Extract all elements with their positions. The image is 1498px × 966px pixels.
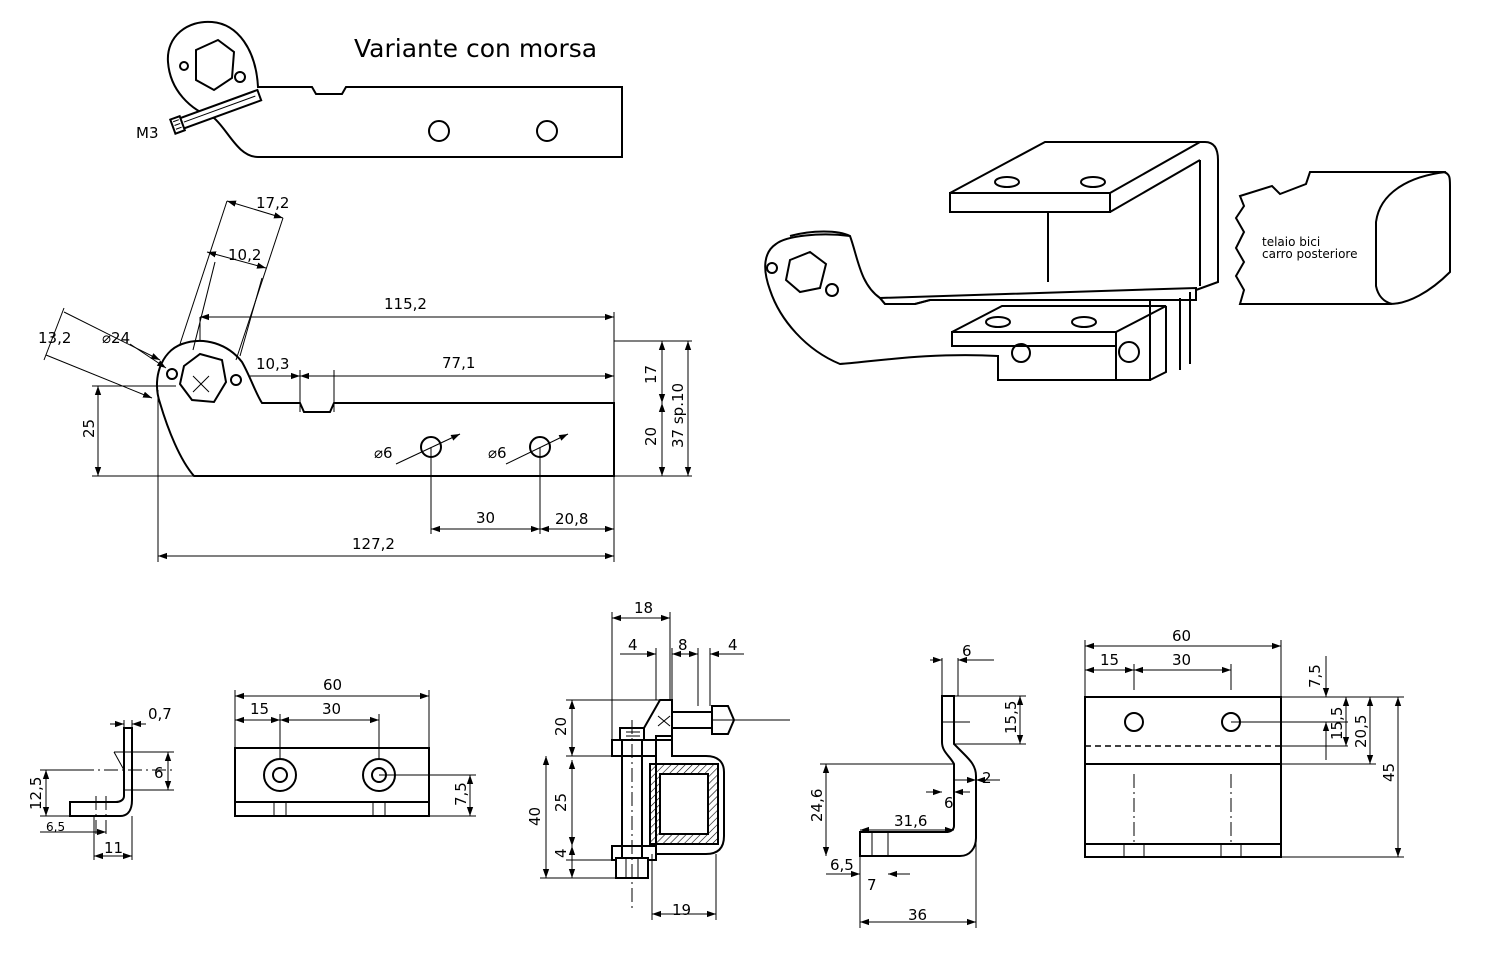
dim-60: 60 bbox=[323, 676, 342, 694]
dim-6-top: 6 bbox=[962, 642, 972, 660]
dim-20: 20 bbox=[642, 427, 660, 446]
right-plate-view: 60 15 30 7,5 15,5 20,5 45 bbox=[1084, 627, 1404, 858]
dim-30: 30 bbox=[1172, 651, 1191, 669]
dim-0-7: 0,7 bbox=[148, 705, 172, 723]
dim-7: 7 bbox=[867, 876, 877, 894]
dim-127-2: 127,2 bbox=[352, 535, 395, 553]
dim-25: 25 bbox=[80, 419, 98, 438]
main-bracket-view: 17,2 10,2 115,2 13,2 ⌀24 10,3 77,1 17 20… bbox=[38, 194, 692, 562]
dim-10-2: 10,2 bbox=[228, 246, 261, 264]
dim-17-2: 17,2 bbox=[256, 194, 289, 212]
dim-dia-24: ⌀24 bbox=[102, 329, 130, 347]
side-profile-view: 6 15,5 2 24,6 6 31,6 6,5 7 36 bbox=[808, 642, 1026, 928]
dim-115-2: 115,2 bbox=[384, 295, 427, 313]
dim-15: 15 bbox=[1100, 651, 1119, 669]
dim-45: 45 bbox=[1380, 763, 1398, 782]
dim-19: 19 bbox=[672, 901, 691, 919]
dim-11: 11 bbox=[104, 839, 123, 857]
dim-40: 40 bbox=[526, 807, 544, 826]
dim-31-6: 31,6 bbox=[894, 812, 927, 830]
dim-13-2: 13,2 bbox=[38, 329, 71, 347]
dim-4-right: 4 bbox=[728, 636, 738, 654]
dim-60: 60 bbox=[1172, 627, 1191, 645]
dim-15-5: 15,5 bbox=[1328, 707, 1346, 740]
dim-18: 18 bbox=[634, 599, 653, 617]
dim-77-1: 77,1 bbox=[442, 354, 475, 372]
dim-20-8: 20,8 bbox=[555, 510, 588, 528]
variant-title: Variante con morsa bbox=[354, 34, 597, 63]
dim-25: 25 bbox=[552, 793, 570, 812]
dim-24-6: 24,6 bbox=[808, 789, 826, 822]
dim-6: 6 bbox=[154, 764, 164, 782]
dim-2: 2 bbox=[982, 769, 992, 787]
screw-label: M3 bbox=[136, 124, 159, 142]
dim-20-5: 20,5 bbox=[1352, 715, 1370, 748]
variant-clamp-view: Variante con morsa M3 bbox=[136, 20, 623, 158]
dim-30: 30 bbox=[322, 700, 341, 718]
clamp-section-view: 18 4 8 4 20 25 4 40 19 bbox=[526, 599, 790, 920]
dim-10-3: 10,3 bbox=[256, 355, 289, 373]
dim-7-5: 7,5 bbox=[452, 782, 470, 806]
dim-30: 30 bbox=[476, 509, 495, 527]
dim-4-left: 4 bbox=[628, 636, 638, 654]
isometric-view: telaio bici carro posteriore bbox=[764, 141, 1451, 381]
angle-side-view: 0,7 6 12,5 6,5 11 bbox=[27, 705, 174, 860]
dim-hole-6-a: ⌀6 bbox=[374, 444, 393, 462]
dim-hole-6-b: ⌀6 bbox=[488, 444, 507, 462]
dim-6-5: 6,5 bbox=[830, 856, 854, 874]
dim-7-5: 7,5 bbox=[1306, 664, 1324, 688]
dim-15-5: 15,5 bbox=[1002, 701, 1020, 734]
frame-label-line2: carro posteriore bbox=[1262, 247, 1357, 261]
dim-15: 15 bbox=[250, 700, 269, 718]
dim-6-mid: 6 bbox=[944, 794, 954, 812]
dim-6-5: 6,5 bbox=[46, 820, 65, 834]
frame-label-line1: telaio bici bbox=[1262, 235, 1320, 249]
dim-8: 8 bbox=[678, 636, 688, 654]
front-plate-view: 7,5 60 15 30 bbox=[234, 676, 476, 817]
dim-4-bottom: 4 bbox=[552, 848, 570, 858]
dim-20: 20 bbox=[552, 717, 570, 736]
dim-37-sp10: 37 sp.10 bbox=[669, 383, 687, 448]
dim-12-5: 12,5 bbox=[27, 777, 45, 810]
dim-36: 36 bbox=[908, 906, 927, 924]
dim-17: 17 bbox=[642, 365, 660, 384]
